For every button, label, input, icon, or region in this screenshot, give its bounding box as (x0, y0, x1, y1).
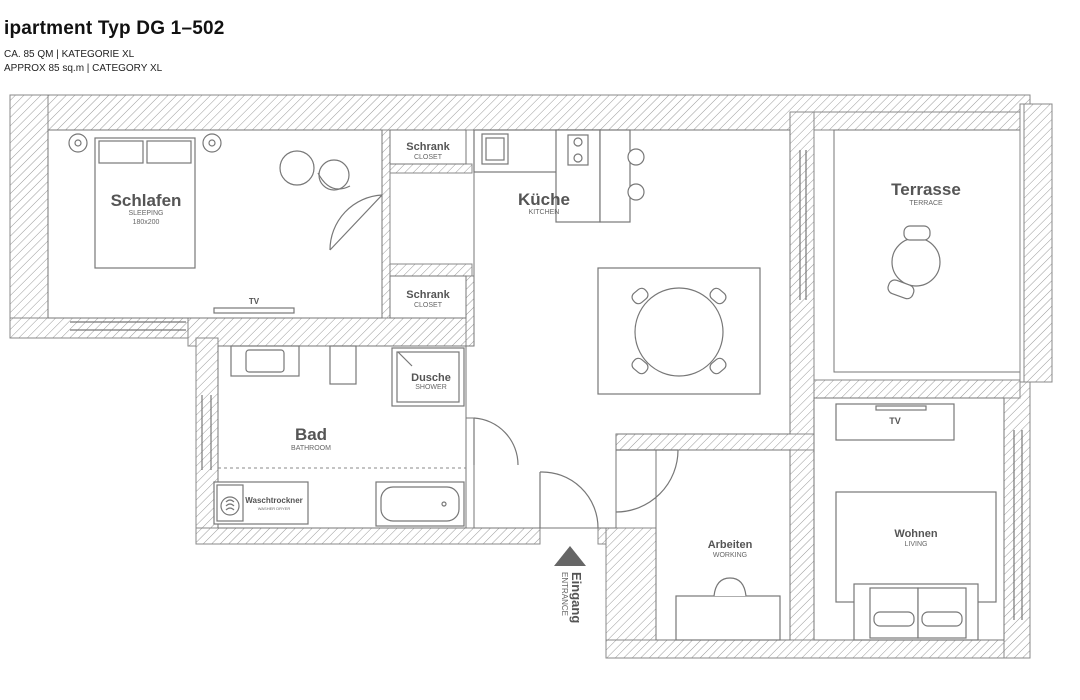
kitchen-counter (473, 129, 645, 223)
entrance-arrow-icon (554, 546, 586, 566)
work-desk-chair (675, 577, 781, 641)
doors (329, 194, 679, 529)
living-rug-sofa (835, 491, 997, 641)
room-sub-kueche: KITCHEN (529, 209, 560, 216)
washer-dryer (213, 481, 309, 525)
bedroom-tv-label: TV (249, 297, 260, 306)
room-sub-dusche: SHOWER (415, 384, 447, 391)
walls (9, 94, 1031, 659)
bedroom-tv (213, 307, 295, 314)
room-sub-schlafen: SLEEPING (128, 210, 163, 217)
room-label-dusche: Dusche (411, 372, 451, 384)
area-category-en: APPROX 85 sq.m | CATEGORY XL (4, 63, 163, 74)
room-sub-eingang: ENTRANCE (560, 572, 569, 616)
room-label-bad: Bad (295, 425, 327, 444)
room-sub-wohnen: LIVING (905, 541, 928, 548)
bed-size-label: 180x200 (133, 219, 160, 226)
bedroom-table-chair (279, 150, 351, 191)
room-sub-terrasse: TERRACE (909, 200, 943, 207)
dining-rug-table (597, 267, 761, 395)
room-sub-arbeiten: WORKING (713, 552, 747, 559)
room-label-schlafen: Schlafen (111, 191, 182, 210)
room-label-schrank-top: Schrank (406, 141, 450, 153)
double-bed (68, 133, 222, 269)
entrance-label-group: Eingang ENTRANCE (560, 572, 584, 623)
room-sub-bad: BATHROOM (291, 445, 331, 452)
washer-dryer-label: Waschtrockner (245, 496, 303, 505)
living-tv-console (835, 403, 955, 441)
terrace-table-chairs (887, 225, 941, 300)
area-category-de: CA. 85 QM | KATEGORIE XL (4, 49, 135, 60)
room-sub-schrank-top: CLOSET (414, 154, 443, 161)
terrace-railing (1019, 103, 1053, 383)
room-label-schrank-bottom: Schrank (406, 289, 450, 301)
living-tv-label: TV (889, 416, 901, 426)
room-label-terrasse: Terrasse (891, 180, 961, 199)
bathroom-fixtures (218, 345, 466, 527)
washer-dryer-sub: WASHER DRYER (258, 506, 291, 511)
windows (70, 150, 1023, 620)
room-sub-schrank-bottom: CLOSET (414, 302, 443, 309)
room-label-eingang: Eingang (569, 572, 584, 623)
room-label-wohnen: Wohnen (894, 528, 937, 540)
room-label-arbeiten: Arbeiten (708, 539, 753, 551)
room-label-kueche: Küche (518, 190, 570, 209)
plan-title: ipartment Typ DG 1–502 (4, 18, 225, 39)
